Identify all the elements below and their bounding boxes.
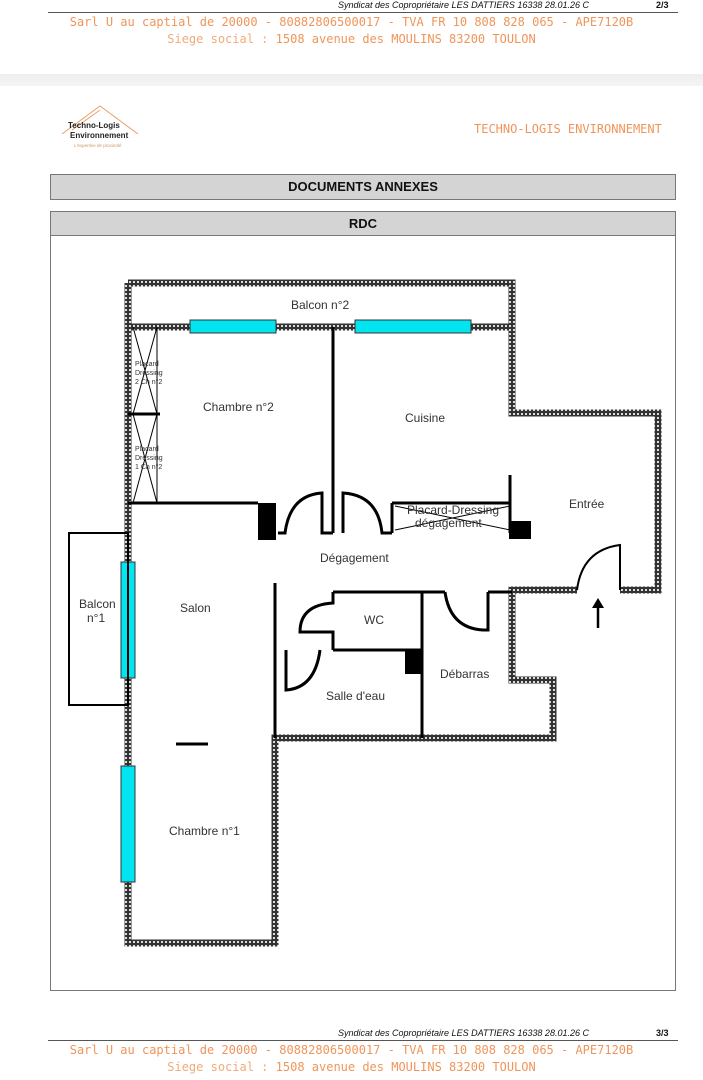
room-salon: Salon [180,601,211,615]
room-wc: WC [364,613,384,627]
siege-address: 1508 avenue des MOULINS 83200 TOULON [275,1060,536,1074]
room-entree: Entrée [569,497,605,511]
svg-text:Techno-Logis: Techno-Logis [68,121,120,130]
plan-title: RDC [50,211,676,236]
divider [48,12,678,13]
room-balcon-2: Balcon n°2 [291,298,349,312]
company-legal-line-footer: Sarl U au captial de 20000 - 80882806500… [69,1043,634,1057]
syndicat-reference: Syndicat des Copropriétaire LES DATTIERS… [338,0,589,10]
section-title: DOCUMENTS ANNEXES [50,174,676,200]
entry-arrow-icon [592,598,604,628]
room-balcon-1-line1: Balcon [79,597,116,611]
company-legal-line: Sarl U au captial de 20000 - 80882806500… [69,15,634,29]
page-number: 2/3 [656,0,669,10]
svg-text:L'expertise de proximité: L'expertise de proximité [74,143,122,148]
room-chambre-1: Chambre n°1 [169,824,240,838]
placard-1-line2: Dressing [135,455,163,462]
divider [48,1040,678,1041]
placard-1-line3: 1 Ch n°2 [135,463,162,471]
closet-crosses [132,326,511,531]
placard-2-line2: Dressing [135,370,163,377]
logo-roof-icon: Techno-Logis Environnement L'expertise d… [61,105,139,148]
siege-line: Siege social : 1508 avenue des MOULINS 8… [0,32,703,46]
room-chambre-2: Chambre n°2 [203,400,274,414]
page-number-footer: 3/3 [656,1028,669,1038]
room-degagement: Dégagement [320,551,389,565]
siege-line-footer: Siege social : 1508 avenue des MOULINS 8… [0,1060,703,1074]
placard-2-line1: Placard [135,361,159,368]
room-debarras: Débarras [440,667,489,681]
columns [258,503,531,674]
company-logo: Techno-Logis Environnement L'expertise d… [60,104,140,150]
windows [120,319,472,883]
siege-address: 1508 avenue des MOULINS 83200 TOULON [275,32,536,46]
plan-frame [50,235,676,991]
page-gap [0,74,703,86]
interior-walls [68,327,621,746]
placard-1-line1: Placard [135,446,159,453]
room-salle-eau: Salle d'eau [326,689,385,703]
syndicat-reference-footer: Syndicat des Copropriétaire LES DATTIERS… [338,1028,589,1038]
company-name: TECHNO-LOGIS ENVIRONNEMENT [474,122,662,136]
placard-degagement-line1: Placard-Dressing [407,503,499,517]
room-balcon-1-line2: n°1 [87,611,105,625]
siege-label: Siege social : [167,32,269,46]
placard-2-line3: 2 Ch n°2 [135,378,162,386]
svg-text:Environnement: Environnement [70,131,129,140]
room-cuisine: Cuisine [405,411,445,425]
placard-degagement-line2: dégagement [415,516,482,530]
siege-label: Siege social : [167,1060,269,1074]
